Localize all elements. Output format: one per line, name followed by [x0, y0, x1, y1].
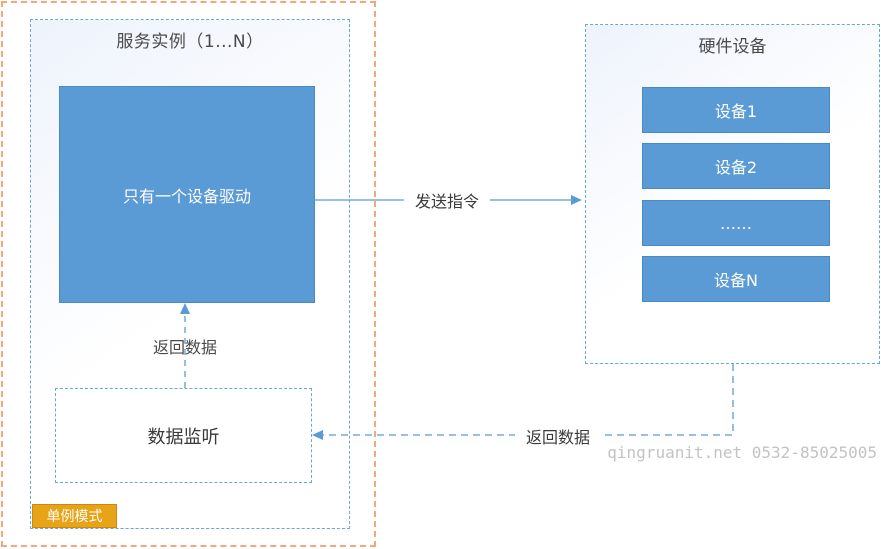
send-command-arrow-head	[571, 195, 582, 205]
data-listener-label: 数据监听	[147, 426, 220, 448]
service-instance-title: 服务实例（1...N）	[116, 32, 264, 52]
device-driver-label: 只有一个设备驱动	[122, 186, 251, 206]
device-driver-box[interactable]: 只有一个设备驱动	[59, 86, 315, 303]
hardware-title: 硬件设备	[698, 37, 767, 57]
device-label: ……	[720, 213, 752, 233]
return-data-label-vertical: 返回数据	[152, 338, 217, 357]
data-listener-box[interactable]: 数据监听	[55, 388, 312, 483]
singleton-frame	[1, 1, 376, 547]
watermark-text: qingruanit.net 0532-85025005	[607, 443, 877, 462]
device-label: 设备2	[714, 158, 758, 177]
device-box-1[interactable]: 设备1	[642, 87, 830, 133]
singleton-mode-badge: 单例模式	[32, 504, 117, 528]
hardware-container	[585, 24, 880, 364]
device-box-2[interactable]: 设备2	[642, 143, 830, 189]
return-data-arrow-head	[312, 430, 323, 440]
device-box-ellipsis[interactable]: ……	[642, 200, 830, 246]
return-data-label-horizontal: 返回数据	[515, 424, 601, 448]
device-box-n[interactable]: 设备N	[642, 256, 830, 302]
device-label: 设备N	[714, 271, 758, 290]
send-command-label: 发送指令	[404, 188, 490, 212]
listener-to-driver-arrow-head	[180, 303, 190, 314]
device-label: 设备1	[714, 102, 758, 121]
